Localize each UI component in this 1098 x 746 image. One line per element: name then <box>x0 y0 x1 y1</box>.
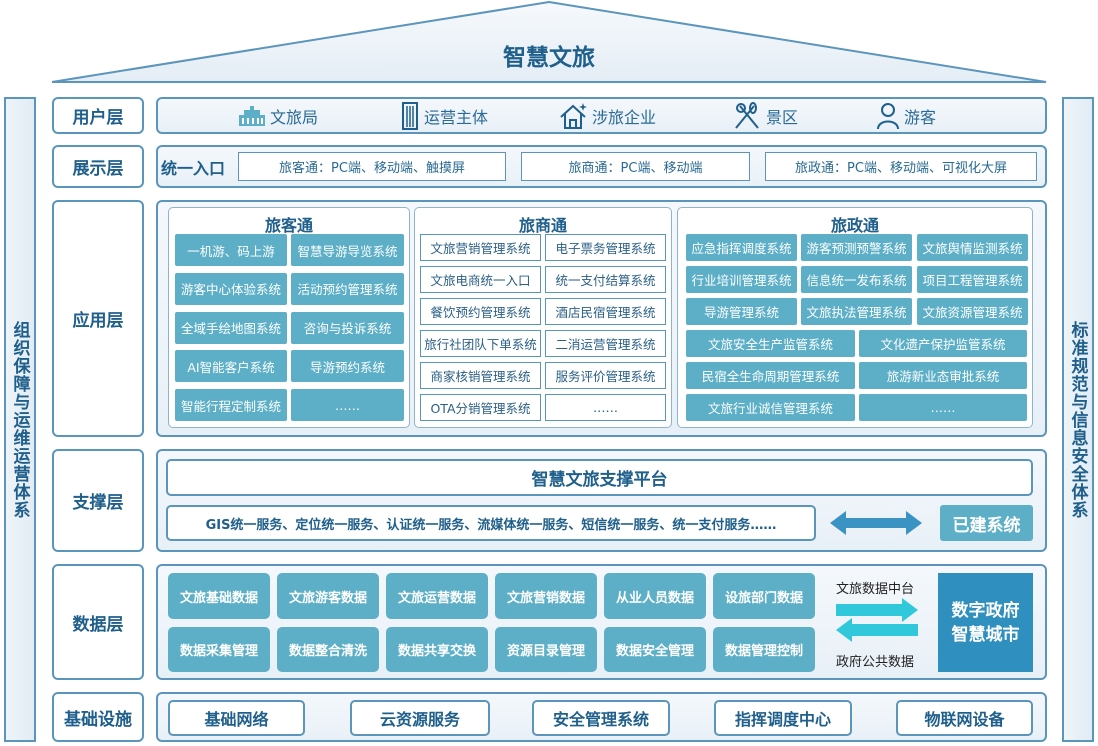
gov-system-cell: 民宿全生命周期管理系统 <box>686 362 855 389</box>
tourist-system-cell: AI智能客户系统 <box>175 350 287 383</box>
tourist-system-cell: 智能行程定制系统 <box>175 389 287 422</box>
data-category-cell: 文旅游客数据 <box>277 573 379 619</box>
user-label: 游客 <box>904 108 937 127</box>
entry-gov: 旅政通：PC端、移动端、可视化大屏 <box>765 152 1037 181</box>
tourist-system-cell: 导游预约系统 <box>291 350 404 383</box>
business-system-cell: …… <box>545 394 666 421</box>
digital-gov-line2: 智慧城市 <box>951 624 1020 645</box>
gov-system-cell: 信息统一发布系统 <box>801 266 912 293</box>
data-management-cell: 资源目录管理 <box>495 627 597 672</box>
infra-item: 物联网设备 <box>896 700 1033 736</box>
business-system-cell: 电子票务管理系统 <box>545 234 666 261</box>
gov-system-cell: 旅游新业态审批系统 <box>859 362 1027 389</box>
user-label: 涉旅企业 <box>592 108 657 127</box>
business-system-cell: 文旅电商统一入口 <box>420 266 541 293</box>
data-category-cell: 文旅营销数据 <box>495 573 597 619</box>
right-pillar: 标准规范与信息安全体系 <box>1062 97 1094 742</box>
data-management-cell: 数据共享交换 <box>386 627 488 672</box>
gov-system-cell: 游客预测预警系统 <box>801 234 912 261</box>
unified-entry-label: 统一入口 <box>161 159 226 178</box>
infra-item: 云资源服务 <box>350 700 490 736</box>
built-systems-box: 已建系统 <box>940 505 1033 541</box>
data-management-cell: 数据采集管理 <box>168 627 270 672</box>
tourist-system-cell: 一机游、码上游 <box>175 234 287 266</box>
layer-display-label: 展示层 <box>52 145 144 188</box>
business-system-cell: 酒店民宿管理系统 <box>545 298 666 325</box>
layer-user-label: 用户层 <box>52 97 144 134</box>
business-system-cell: 旅行社团队下单系统 <box>420 330 541 357</box>
infra-item: 安全管理系统 <box>532 700 670 736</box>
tourist-system-cell: 游客中心体验系统 <box>175 272 287 305</box>
gov-system-cell: 文旅舆情监测系统 <box>917 234 1028 261</box>
gov-system-cell: 文旅行业诚信管理系统 <box>686 394 855 421</box>
user-item: 景区 <box>732 102 798 130</box>
left-pillar: 组织保障与运维运营体系 <box>4 97 36 742</box>
user-label: 文旅局 <box>270 108 319 127</box>
panel-title: 旅商通 <box>518 216 567 235</box>
business-system-cell: 商家核销管理系统 <box>420 362 541 389</box>
business-system-cell: 二消运营管理系统 <box>545 330 666 357</box>
gov-system-cell: 文旅安全生产监管系统 <box>686 330 855 357</box>
infra-item: 基础网络 <box>168 700 305 736</box>
business-system-cell: 服务评价管理系统 <box>545 362 666 389</box>
panel-title: 旅政通 <box>830 216 879 235</box>
exchange-arrows-icon <box>836 598 918 642</box>
diagram-title: 智慧文旅 <box>503 45 595 71</box>
gov-system-cell: …… <box>859 394 1027 421</box>
layer-infra-label: 基础设施 <box>52 692 144 742</box>
layer-support-label: 支撑层 <box>52 449 144 552</box>
data-category-cell: 文旅基础数据 <box>168 573 270 619</box>
business-system-cell: 统一支付结算系统 <box>545 266 666 293</box>
entry-tourist: 旅客通：PC端、移动端、触摸屏 <box>238 152 506 181</box>
government-building-icon <box>239 106 265 126</box>
gov-system-cell: 行业培训管理系统 <box>686 266 797 293</box>
user-item: 文旅局 <box>238 102 318 130</box>
entry-business: 旅商通：PC端、移动端 <box>521 152 750 181</box>
gov-system-cell: 文化遗产保护监管系统 <box>859 330 1027 357</box>
gov-system-cell: 文旅执法管理系统 <box>801 298 912 325</box>
to-data-center-label: 文旅数据中台 <box>836 582 915 597</box>
user-label: 景区 <box>766 108 799 127</box>
data-category-cell: 从业人员数据 <box>604 573 706 619</box>
data-management-cell: 数据管理控制 <box>713 627 815 672</box>
gov-system-cell: 项目工程管理系统 <box>917 266 1028 293</box>
tourist-system-cell: 全域手绘地图系统 <box>175 311 287 344</box>
data-category-cell: 设旅部门数据 <box>713 573 815 619</box>
user-item: 游客 <box>876 102 936 130</box>
user-item: 涉旅企业 <box>558 102 656 130</box>
tourist-system-cell: …… <box>291 389 404 422</box>
gov-system-cell: 应急指挥调度系统 <box>686 234 797 261</box>
data-management-cell: 数据安全管理 <box>604 627 706 672</box>
layer-data-label: 数据层 <box>52 564 144 680</box>
digital-gov-box: 数字政府 智慧城市 <box>938 573 1033 672</box>
double-arrow-icon <box>830 511 922 535</box>
support-services: GIS统一服务、定位统一服务、认证统一服务、流媒体统一服务、短信统一服务、统一支… <box>166 505 816 541</box>
infra-item: 指挥调度中心 <box>714 700 852 736</box>
office-tower-icon <box>402 102 418 130</box>
tourist-system-cell: 咨询与投诉系统 <box>291 311 404 344</box>
panel-title: 旅客通 <box>264 216 313 235</box>
tourist-system-cell: 活动预约管理系统 <box>291 272 404 305</box>
data-category-cell: 文旅运营数据 <box>386 573 488 619</box>
tourist-system-cell: 智慧导游导览系统 <box>291 234 404 266</box>
house-sparkle-icon <box>560 103 587 129</box>
gov-public-data-label: 政府公共数据 <box>836 655 915 670</box>
layer-app-label: 应用层 <box>52 200 144 437</box>
user-item: 运营主体 <box>400 102 488 130</box>
user-label: 运营主体 <box>424 108 489 127</box>
business-system-cell: 餐饮预约管理系统 <box>420 298 541 325</box>
person-icon <box>877 103 899 130</box>
support-platform: 智慧文旅支撑平台 <box>166 459 1033 496</box>
gov-system-cell: 导游管理系统 <box>686 298 797 325</box>
data-management-cell: 数据整合清洗 <box>277 627 379 672</box>
scenic-tools-icon <box>735 102 759 129</box>
gov-system-cell: 文旅资源管理系统 <box>917 298 1028 325</box>
business-system-cell: 文旅营销管理系统 <box>420 234 541 261</box>
roof <box>51 0 1047 83</box>
digital-gov-line1: 数字政府 <box>951 600 1020 621</box>
business-system-cell: OTA分销管理系统 <box>420 394 541 421</box>
